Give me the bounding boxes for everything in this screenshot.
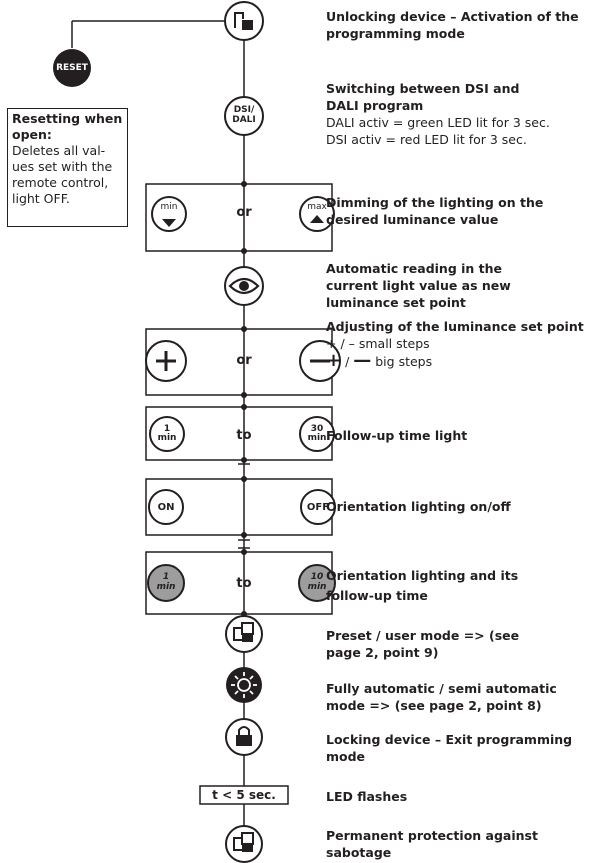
step-unlock: Unlocking device – Activation of the pro… — [326, 9, 579, 41]
minus-icon — [299, 340, 341, 382]
thirty-minute-icon — [299, 416, 335, 452]
to-connector-1: to — [236, 428, 252, 443]
thirty-min-unit: min — [307, 433, 327, 443]
one-min-number: 1 — [163, 424, 171, 434]
dali-label: DALI — [232, 115, 256, 125]
step-preset: Preset / user mode => (see page 2, point… — [326, 628, 520, 660]
one-min-unit: min — [157, 433, 177, 443]
plus-icon — [145, 340, 187, 382]
timer-box — [199, 785, 289, 805]
min-label: min — [160, 202, 178, 212]
to-connector-2: to — [236, 576, 252, 591]
step-auto-mode: Fully automatic / semi automatic mode =>… — [326, 681, 557, 713]
sabotage-protection-icon — [225, 825, 263, 863]
min-arrow-icon — [151, 196, 187, 232]
step-orientation: Orientation lighting on/off — [326, 499, 511, 514]
max-label: max — [307, 202, 327, 212]
step-adjust: Adjusting of the luminance set point + /… — [326, 319, 584, 370]
step-auto-reading: Automatic reading in the current light v… — [326, 261, 511, 310]
max-arrow-icon — [299, 196, 335, 232]
eye-icon — [224, 266, 264, 306]
on-label: ON — [157, 502, 175, 513]
step-dimming: Dimming of the lighting on the desired l… — [326, 195, 544, 227]
or-connector-1: or — [236, 205, 252, 220]
preset-mode-icon — [225, 615, 263, 653]
orientation-one-minute-icon — [147, 564, 185, 602]
reset-box-text: Deletes all val-ues set with the remote … — [12, 143, 113, 206]
reset-button — [53, 49, 91, 87]
orientation-one-unit: min — [156, 582, 176, 592]
reset-box-title: Resetting when open: — [12, 111, 123, 142]
step-led: LED flashes — [326, 789, 408, 804]
reset-info-box: Resetting when open: Deletes all val-ues… — [7, 108, 128, 227]
step-lock: Locking device – Exit programming mode — [326, 732, 573, 764]
or-connector-2: or — [236, 353, 252, 368]
dsi-label: DSI/ — [233, 105, 255, 115]
step-dsi-dali: Switching between DSI and DALI program D… — [326, 81, 550, 147]
orientation-ten-number: 10 — [310, 572, 324, 582]
step-sabotage: Permanent protection against sabotage — [326, 828, 538, 860]
dsi-dali-icon — [224, 96, 264, 136]
off-icon — [300, 489, 336, 525]
step-orientation-time: Orientation lighting and its follow-up t… — [326, 568, 519, 603]
orientation-ten-minute-icon — [298, 564, 336, 602]
one-minute-icon — [149, 416, 185, 452]
reset-button-label: RESET — [56, 63, 88, 73]
orientation-one-number: 1 — [162, 572, 170, 582]
unlock-icon — [224, 1, 264, 41]
thirty-min-number: 30 — [310, 424, 324, 434]
orientation-ten-unit: min — [307, 582, 327, 592]
lock-icon — [225, 718, 263, 756]
on-icon — [148, 489, 184, 525]
off-label: OFF — [306, 502, 330, 513]
timer-label: t < 5 sec. — [212, 788, 276, 802]
step-follow-up: Follow-up time light — [326, 428, 468, 443]
sun-icon — [226, 667, 262, 703]
